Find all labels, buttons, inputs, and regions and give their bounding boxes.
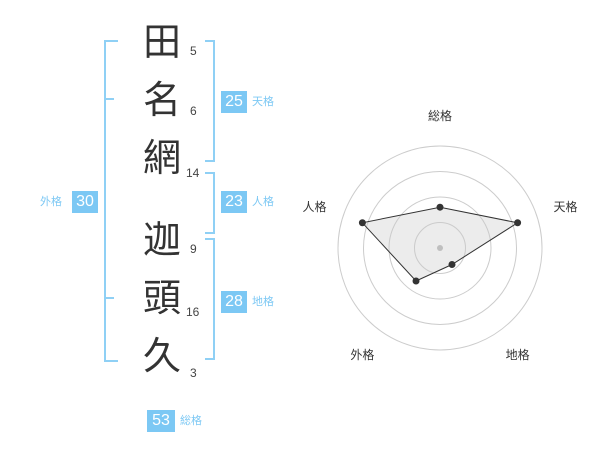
- radar-point-4: [412, 277, 420, 285]
- soukaku-value-badge: 53: [147, 410, 175, 432]
- stroke-count-2: 6: [190, 104, 197, 118]
- radar-axis-label-2: 天格: [554, 199, 578, 214]
- name-char-3: 網: [142, 136, 181, 180]
- radar-axis-label-1: 総格: [428, 108, 452, 123]
- stroke-count-4: 9: [190, 242, 197, 256]
- radar-point-5: [358, 219, 366, 227]
- radar-ring-2: [388, 196, 492, 300]
- radar-ring-1: [414, 222, 466, 274]
- radar-point-1: [436, 203, 444, 211]
- jinkaku-bracket: [205, 172, 215, 234]
- name-char-6: 久: [142, 334, 181, 378]
- stroke-count-3: 14: [186, 166, 200, 180]
- chikaku-value-badge: 28: [221, 291, 247, 313]
- radar-point-2: [514, 219, 522, 227]
- soukaku-label: 総格: [180, 414, 202, 427]
- radar-axis-label-5: 人格: [302, 199, 326, 214]
- stroke-count-6: 3: [190, 366, 197, 380]
- name-char-2: 名: [142, 78, 181, 122]
- name-char-4: 迦: [142, 218, 181, 262]
- gaikaku-tick-lower: [104, 297, 114, 299]
- stroke-count-1: 5: [190, 44, 197, 58]
- chikaku-bracket: [205, 238, 215, 360]
- name-char-5: 頭: [142, 276, 181, 320]
- radar-axis-label-4: 外格: [350, 347, 374, 362]
- gaikaku-tick-upper: [104, 98, 114, 100]
- radar-axis-label-3: 地格: [506, 347, 530, 362]
- jinkaku-value-badge: 23: [221, 191, 247, 213]
- radar-polygon: [361, 206, 519, 282]
- tenkaku-value-badge: 25: [221, 91, 247, 113]
- tenkaku-label: 天格: [252, 95, 274, 108]
- gaikaku-label: 外格: [40, 195, 62, 208]
- gaikaku-value-badge: 30: [72, 191, 98, 213]
- radar-ring-3: [363, 171, 517, 325]
- name-char-1: 田: [142, 20, 181, 64]
- tenkaku-bracket: [205, 40, 215, 162]
- radar-ring-4: [337, 145, 543, 351]
- gaikaku-bracket: [104, 40, 118, 362]
- chikaku-label: 地格: [252, 295, 274, 308]
- jinkaku-label: 人格: [252, 195, 274, 208]
- radar-center: [437, 245, 443, 251]
- stroke-count-5: 16: [186, 305, 200, 319]
- radar-point-3: [448, 261, 456, 269]
